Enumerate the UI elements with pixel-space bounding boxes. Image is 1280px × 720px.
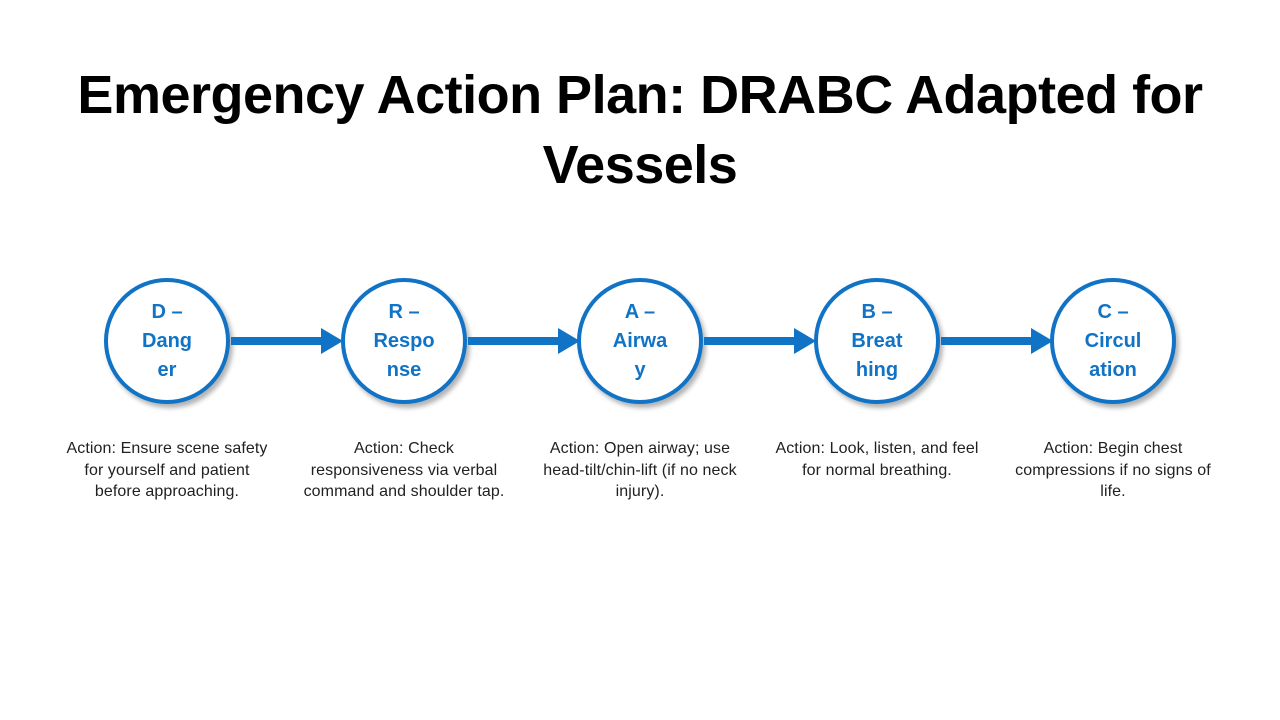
step-label-line: er xyxy=(157,358,177,381)
action-text-breathing: Action: Look, listen, and feel for norma… xyxy=(775,440,979,479)
step-label-line: Circul xyxy=(1084,329,1142,352)
right-arrow-icon xyxy=(231,328,343,354)
step-circle-response: R – Respo nse xyxy=(341,278,467,404)
right-arrow-icon xyxy=(704,328,816,354)
step-label-line: Breat xyxy=(851,329,903,352)
right-arrow-icon xyxy=(468,328,580,354)
step-label-line: D – xyxy=(151,300,183,323)
right-arrow-icon xyxy=(941,328,1053,354)
step-label-line: C – xyxy=(1097,300,1129,323)
step-label-line: Dang xyxy=(142,329,192,352)
step-label-line: Respo xyxy=(373,329,435,352)
action-text-response: Action: Check responsiveness via verbal … xyxy=(303,440,505,500)
step-label-line: B – xyxy=(861,300,893,323)
step-label-line: R – xyxy=(388,300,420,323)
action-text-danger: Action: Ensure scene safety for yourself… xyxy=(66,440,268,500)
step-label-line: ation xyxy=(1089,358,1137,381)
step-label-line: A – xyxy=(624,300,656,323)
step-circle-danger: D – Dang er xyxy=(104,278,230,404)
action-text-circulation: Action: Begin chest compressions if no s… xyxy=(1015,440,1211,500)
step-label-line: y xyxy=(634,358,646,381)
step-label-line: Airwa xyxy=(612,329,668,352)
page-title: Emergency Action Plan: DRABC Adapted for… xyxy=(77,65,1203,196)
action-text-airway: Action: Open airway; use head-tilt/chin-… xyxy=(543,440,737,500)
step-circle-breathing: B – Breat hing xyxy=(814,278,940,404)
step-label-line: hing xyxy=(855,358,899,381)
step-circle-circulation: C – Circul ation xyxy=(1050,278,1176,404)
step-circle-airway: A – Airwa y xyxy=(577,278,703,404)
step-label-line: nse xyxy=(386,358,422,381)
